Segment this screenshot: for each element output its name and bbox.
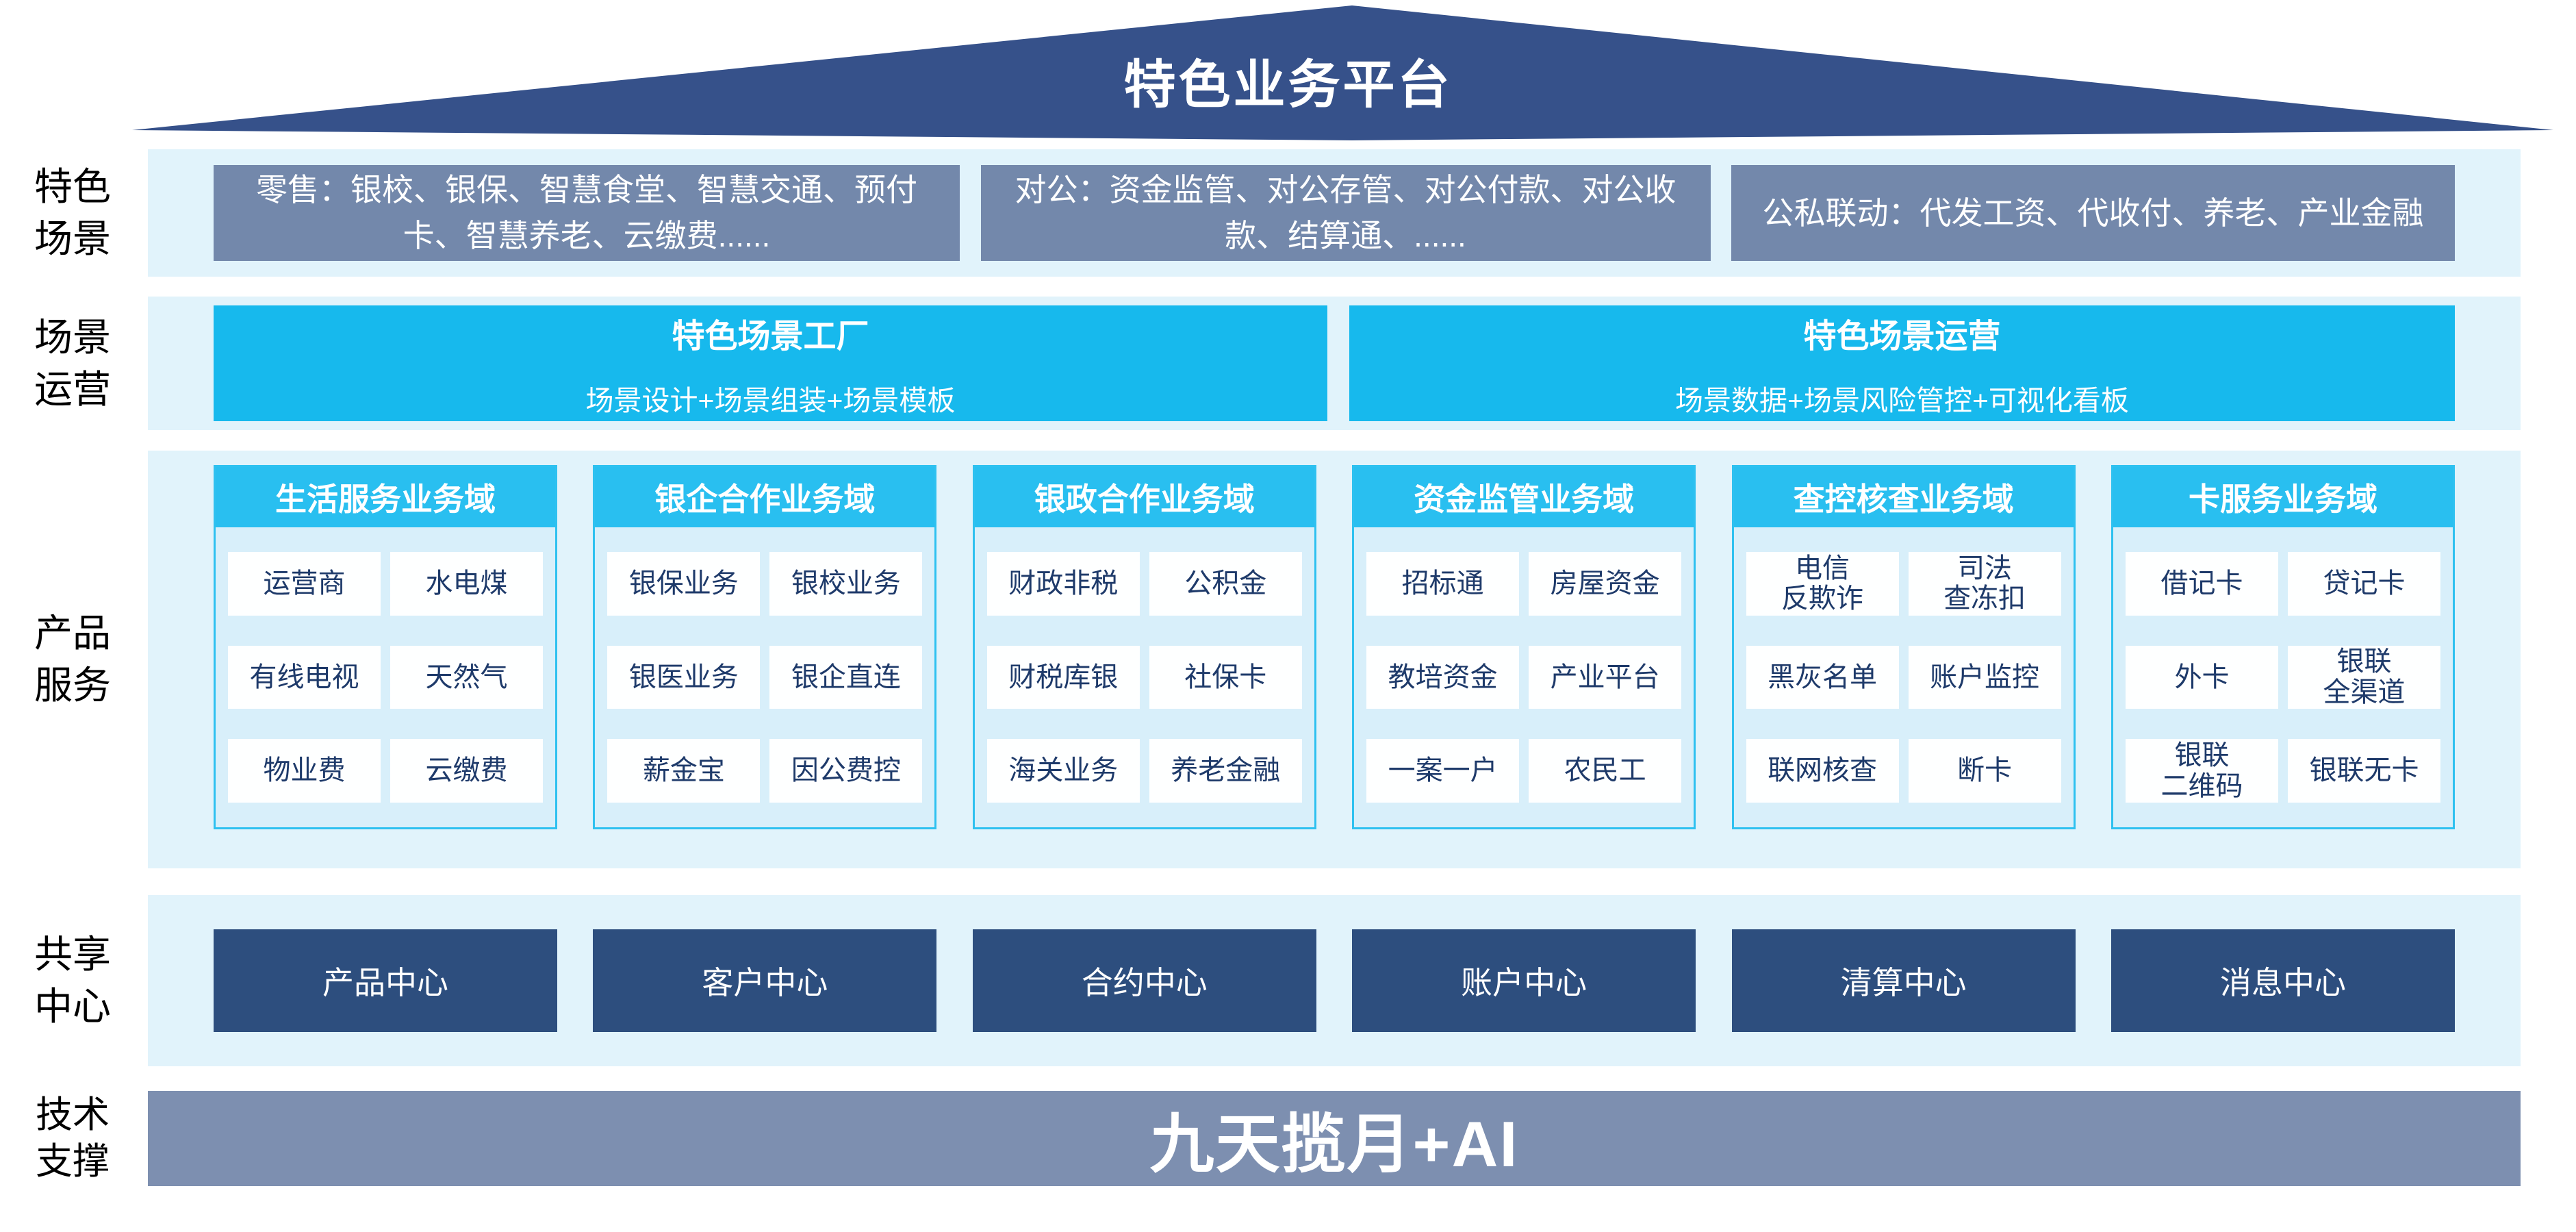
product-item: 账户监控 <box>1908 645 2061 709</box>
center-box-contract: 合约中心 <box>972 929 1316 1032</box>
product-item: 云缴费 <box>390 739 543 803</box>
product-column-bank-enterprise: 银企合作业务域 银保业务 银校业务 银医业务 银企直连 薪金宝 因公费控 <box>593 465 937 829</box>
operations-band: 特色场景工厂 场景设计+场景组装+场景模板 特色场景运营 场景数据+场景风险管控… <box>148 297 2521 430</box>
product-item: 天然气 <box>390 645 543 709</box>
product-column-fund-supervision: 资金监管业务域 招标通 房屋资金 教培资金 产业平台 一案一户 农民工 <box>1352 465 1696 829</box>
product-item: 贷记卡 <box>2287 552 2440 616</box>
column-header: 卡服务业务域 <box>2113 467 2453 527</box>
product-item: 黑灰名单 <box>1746 645 1899 709</box>
row-label-tech: 技术 支撑 <box>36 1094 110 1182</box>
center-box-clearing: 清算中心 <box>1731 929 2076 1032</box>
tech-support-bar: 九天揽月+AI <box>148 1091 2521 1186</box>
product-item: 银联无卡 <box>2287 739 2440 803</box>
platform-title: 特色业务平台 <box>1123 56 1453 114</box>
product-item: 因公费控 <box>769 739 923 803</box>
ops-box-subtitle: 场景设计+场景组装+场景模板 <box>585 384 956 416</box>
product-item: 有线电视 <box>228 645 381 709</box>
product-item: 电信 反欺诈 <box>1746 552 1899 616</box>
product-column-card-services: 卡服务业务域 借记卡 贷记卡 外卡 银联 全渠道 银联 二维码 银联无卡 <box>2110 465 2455 829</box>
product-item: 招标通 <box>1366 552 1520 616</box>
row-label-products: 产品 服务 <box>34 612 111 707</box>
product-column-bank-government: 银政合作业务域 财政非税 公积金 财税库银 社保卡 海关业务 养老金融 <box>972 465 1316 829</box>
center-box-account: 账户中心 <box>1352 929 1696 1032</box>
roof-shape-icon <box>132 5 2553 140</box>
product-item: 断卡 <box>1908 739 2061 803</box>
product-item: 养老金融 <box>1149 739 1302 803</box>
product-item: 一案一户 <box>1366 739 1520 803</box>
center-box-product: 产品中心 <box>214 929 557 1032</box>
column-body: 银保业务 银校业务 银医业务 银企直连 薪金宝 因公费控 <box>595 527 935 827</box>
product-item: 财税库银 <box>986 645 1140 709</box>
ops-box-scene-factory: 特色场景工厂 场景设计+场景组装+场景模板 <box>214 305 1327 421</box>
row-label-scenes: 特色 场景 <box>34 165 111 260</box>
column-header: 资金监管业务域 <box>1354 467 1694 527</box>
row-label-centers: 共享 中心 <box>34 933 111 1028</box>
product-item: 司法 查冻扣 <box>1908 552 2061 616</box>
scene-box-public-private: 公私联动：代发工资、代收付、养老、产业金融 <box>1731 165 2455 261</box>
product-item: 公积金 <box>1149 552 1302 616</box>
product-item: 银联 全渠道 <box>2287 645 2440 709</box>
product-item: 外卡 <box>2125 645 2278 709</box>
product-item: 银企直连 <box>769 645 923 709</box>
product-item: 银保业务 <box>607 552 761 616</box>
product-item: 薪金宝 <box>607 739 761 803</box>
row-label-operations: 场景 运营 <box>34 315 111 411</box>
column-body: 运营商 水电煤 有线电视 天然气 物业费 云缴费 <box>216 527 555 827</box>
product-item: 联网核查 <box>1746 739 1899 803</box>
scene-box-retail: 零售：银校、银保、智慧食堂、智慧交通、预付卡、智慧养老、云缴费...... <box>214 165 960 261</box>
product-column-inquiry-control: 查控核查业务域 电信 反欺诈 司法 查冻扣 黑灰名单 账户监控 联网核查 断卡 <box>1731 465 2076 829</box>
center-box-customer: 客户中心 <box>593 929 937 1032</box>
column-header: 银政合作业务域 <box>974 467 1314 527</box>
column-body: 招标通 房屋资金 教培资金 产业平台 一案一户 农民工 <box>1354 527 1694 827</box>
product-item: 水电煤 <box>390 552 543 616</box>
scene-box-corporate: 对公：资金监管、对公存管、对公付款、对公收款、结算通、...... <box>980 165 1711 261</box>
product-item: 银医业务 <box>607 645 761 709</box>
product-item: 运营商 <box>228 552 381 616</box>
scenes-band: 零售：银校、银保、智慧食堂、智慧交通、预付卡、智慧养老、云缴费...... 对公… <box>148 149 2521 277</box>
column-body: 借记卡 贷记卡 外卡 银联 全渠道 银联 二维码 银联无卡 <box>2113 527 2453 827</box>
ops-box-scene-operation: 特色场景运营 场景数据+场景风险管控+可视化看板 <box>1349 305 2455 421</box>
column-header: 银企合作业务域 <box>595 467 935 527</box>
product-item: 农民工 <box>1529 739 1682 803</box>
column-header: 查控核查业务域 <box>1733 467 2074 527</box>
product-column-life-services: 生活服务业务域 运营商 水电煤 有线电视 天然气 物业费 云缴费 <box>214 465 557 829</box>
product-item: 银联 二维码 <box>2125 739 2278 803</box>
product-item: 房屋资金 <box>1529 552 1682 616</box>
product-item: 产业平台 <box>1529 645 1682 709</box>
product-item: 银校业务 <box>769 552 923 616</box>
product-item: 财政非税 <box>986 552 1140 616</box>
product-item: 社保卡 <box>1149 645 1302 709</box>
tech-support-title: 九天揽月+AI <box>1149 1107 1519 1180</box>
column-body: 电信 反欺诈 司法 查冻扣 黑灰名单 账户监控 联网核查 断卡 <box>1733 527 2074 827</box>
products-band: 生活服务业务域 运营商 水电煤 有线电视 天然气 物业费 云缴费 银企合作业务域… <box>148 451 2521 868</box>
product-item: 海关业务 <box>986 739 1140 803</box>
product-item: 物业费 <box>228 739 381 803</box>
product-item: 教培资金 <box>1366 645 1520 709</box>
centers-band: 产品中心 客户中心 合约中心 账户中心 清算中心 消息中心 <box>148 895 2521 1066</box>
product-item: 借记卡 <box>2125 552 2278 616</box>
ops-box-title: 特色场景运营 <box>1803 318 2001 355</box>
platform-roof: 特色业务平台 <box>0 0 2576 144</box>
center-box-message: 消息中心 <box>2110 929 2455 1032</box>
ops-box-subtitle: 场景数据+场景风险管控+可视化看板 <box>1675 384 2129 416</box>
ops-box-title: 特色场景工厂 <box>672 318 869 355</box>
column-body: 财政非税 公积金 财税库银 社保卡 海关业务 养老金融 <box>974 527 1314 827</box>
column-header: 生活服务业务域 <box>216 467 555 527</box>
